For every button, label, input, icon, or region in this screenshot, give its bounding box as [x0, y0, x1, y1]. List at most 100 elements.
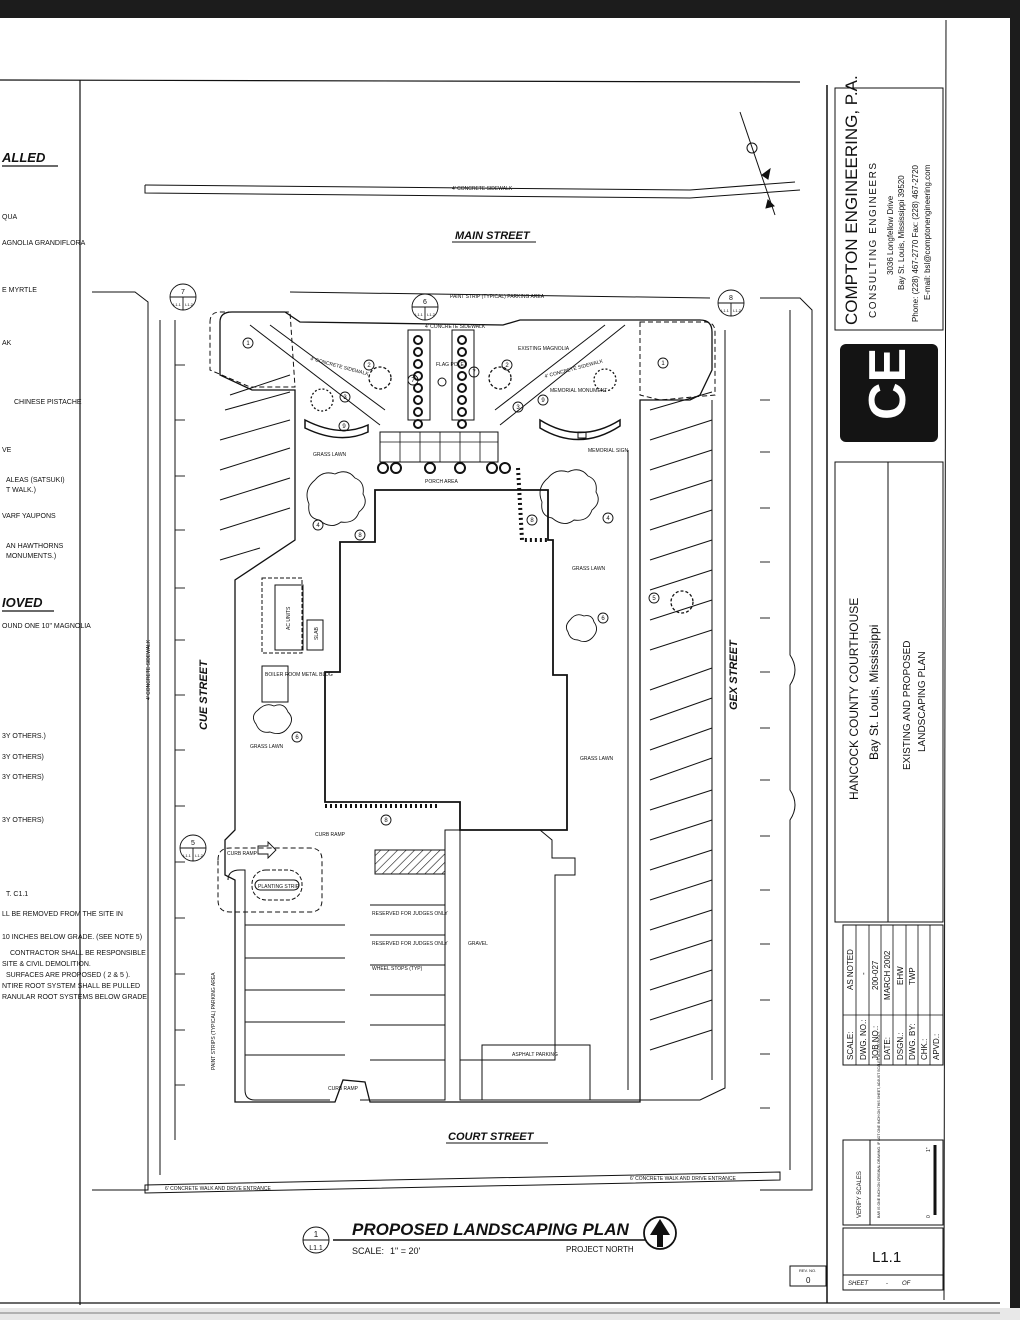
svg-text:1: 1 — [246, 341, 250, 347]
svg-text:8: 8 — [358, 533, 362, 539]
svg-text:L1.2: L1.2 — [195, 853, 204, 858]
info-dwg-label: DWG. NO.: — [859, 1020, 868, 1060]
svg-text:4: 4 — [606, 516, 610, 522]
callout-num: 6 — [423, 299, 427, 306]
project-name: HANCOCK COUNTY COURTHOUSE — [847, 598, 861, 800]
project-location: Bay St. Louis, Mississippi — [867, 625, 881, 760]
firm-tagline: CONSULTING ENGINEERS — [868, 162, 879, 319]
info-scale-value: AS NOTED — [846, 949, 855, 990]
legend-removed-heading: IOVED — [2, 595, 43, 610]
firm-name: COMPTON ENGINEERING, P.A. — [842, 75, 861, 325]
sheet-title-line2: LANDSCAPING PLAN — [917, 651, 928, 752]
firm-address2: Bay St. Louis, Mississippi 39520 — [897, 175, 906, 290]
legend-item: ALEAS (SATSUKI) — [6, 477, 65, 484]
info-dwg-value: - — [859, 972, 868, 975]
firm-email: E-mail: bsl@comptonengineering.com — [923, 164, 932, 300]
svg-text:L1.2: L1.2 — [733, 308, 742, 313]
verify-zero: 0 — [926, 1215, 932, 1218]
label-memorial-sign: MEMORIAL SIGN — [588, 448, 628, 454]
sidewalk-label: 4' CONCRETE SIDEWALK — [452, 186, 513, 192]
site-plan: 4' CONCRETE SIDEWALK MAIN STREET 4' CONC… — [92, 111, 813, 1194]
svg-text:L1.2: L1.2 — [185, 302, 194, 307]
firm-phone: Phone: (228) 467-2770 Fax: (228) 467-272… — [911, 164, 920, 322]
shrub-row — [377, 462, 511, 474]
project-north-label: PROJECT NORTH — [566, 1245, 634, 1254]
legend-note: LL BE REMOVED FROM THE SITE IN — [2, 911, 123, 918]
label-grass-lawn: GRASS LAWN — [572, 566, 606, 572]
svg-text:2: 2 — [505, 363, 509, 369]
legend-item: MONUMENTS.) — [6, 553, 56, 560]
info-dsgn-value: EHW — [896, 966, 905, 985]
plant-key-markers — [242, 337, 669, 826]
svg-text:L1.1: L1.1 — [415, 312, 424, 317]
north-arrow-icon — [739, 111, 776, 216]
label-gravel: GRAVEL — [468, 941, 488, 947]
shrub-icon — [310, 366, 694, 614]
info-date-label: DATE: — [883, 1037, 892, 1060]
legend-item: CHINESE PISTACHE — [14, 399, 82, 406]
label-curb-ramp: CURB RAMP — [328, 1086, 359, 1092]
firm-logo — [840, 344, 938, 442]
street-gex: GEX STREET — [728, 639, 740, 710]
info-dwgby-label: DWG. BY: — [908, 1024, 917, 1060]
svg-text:6: 6 — [601, 616, 605, 622]
plan-sheet-ref: L1.1 — [309, 1245, 323, 1252]
legend-item: T WALK.) — [6, 487, 36, 494]
label-paint-strips-side: PAINT STRIPS (TYPICAL) PARKING AREA — [211, 972, 217, 1070]
sheet-dash: - — [886, 1281, 888, 1287]
legend-note: NTIRE ROOT SYSTEM SHALL BE PULLED — [2, 983, 140, 990]
label-curb-ramp: CURB RAMP — [315, 832, 346, 838]
sidewalk-label: 6' CONCRETE WALK AND DRIVE ENTRANCE — [165, 1186, 271, 1192]
svg-text:2: 2 — [367, 363, 371, 369]
callout-num: 7 — [181, 289, 185, 296]
legend-item: AGNOLIA GRANDIFLORA — [2, 240, 86, 247]
svg-text:3: 3 — [343, 395, 347, 401]
legend-removed-item: OUND ONE 10" MAGNOLIA — [2, 623, 91, 630]
sidewalk-label: 4' CONCRETE SIDEWALK — [309, 356, 369, 378]
label-curb-ramp: CURB RAMP — [227, 851, 258, 857]
info-job-value: 200-027 — [871, 960, 880, 990]
scan-bottom-edge — [0, 1308, 1020, 1320]
label-porch: PORCH AREA — [425, 479, 458, 485]
callout-num: 8 — [729, 295, 733, 302]
info-chk-label: CHK.: — [920, 1039, 929, 1060]
legend-item: QUA — [2, 214, 18, 221]
verify-one: 1" — [926, 1147, 932, 1152]
label-planting-strip: PLANTING STRIP — [258, 884, 300, 890]
legend-other: 3Y OTHERS) — [2, 817, 44, 824]
svg-text:1: 1 — [661, 361, 665, 367]
svg-text:9: 9 — [342, 424, 346, 430]
legend-other: 3Y OTHERS) — [2, 774, 44, 781]
info-dsgn-label: DSGN.: — [896, 1032, 905, 1060]
svg-text:4: 4 — [316, 523, 320, 529]
label-paint-strip: PAINT STRIP (TYPICAL) PARKING AREA — [450, 294, 545, 300]
legend-other: 3Y OTHERS) — [2, 754, 44, 761]
label-boiler-room: BOILER ROOM METAL BLDG — [265, 672, 333, 678]
scan-top-edge — [0, 0, 1020, 18]
legend-note: T. C1.1 — [6, 891, 28, 898]
svg-text:7: 7 — [411, 378, 415, 384]
svg-text:L1.2: L1.2 — [427, 312, 436, 317]
info-date-value: MARCH 2002 — [883, 950, 892, 1000]
legend-installed-heading: ALLED — [1, 150, 46, 165]
street-main: MAIN STREET — [455, 230, 531, 242]
north-arrow-icon — [643, 1216, 677, 1250]
scan-right-edge — [1010, 0, 1020, 1320]
label-asphalt-parking: ASPHALT PARKING — [512, 1052, 558, 1058]
sheet-title-line1: EXISTING AND PROPOSED — [902, 641, 913, 770]
scale-label: SCALE: — [352, 1246, 384, 1256]
label-grass-lawn: GRASS LAWN — [250, 744, 284, 750]
label-grass-lawn: GRASS LAWN — [580, 756, 614, 762]
rev-label: REV. NO. — [799, 1268, 816, 1273]
label-ac-units: AC UNITS — [286, 606, 292, 630]
label-existing-magnolia: EXISTING MAGNOLIA — [518, 346, 570, 352]
plan-title: PROPOSED LANDSCAPING PLAN — [352, 1220, 629, 1239]
logo-text: CE — [859, 348, 917, 420]
callout-num: 5 — [191, 840, 195, 847]
legend-item: AN HAWTHORNS — [6, 543, 64, 550]
label-reserved: RESERVED FOR JUDGES ONLY — [372, 941, 448, 947]
legend-note: RANULAR ROOT SYSTEMS BELOW GRADE — [2, 994, 147, 1001]
scale-value: 1" = 20' — [390, 1246, 420, 1256]
